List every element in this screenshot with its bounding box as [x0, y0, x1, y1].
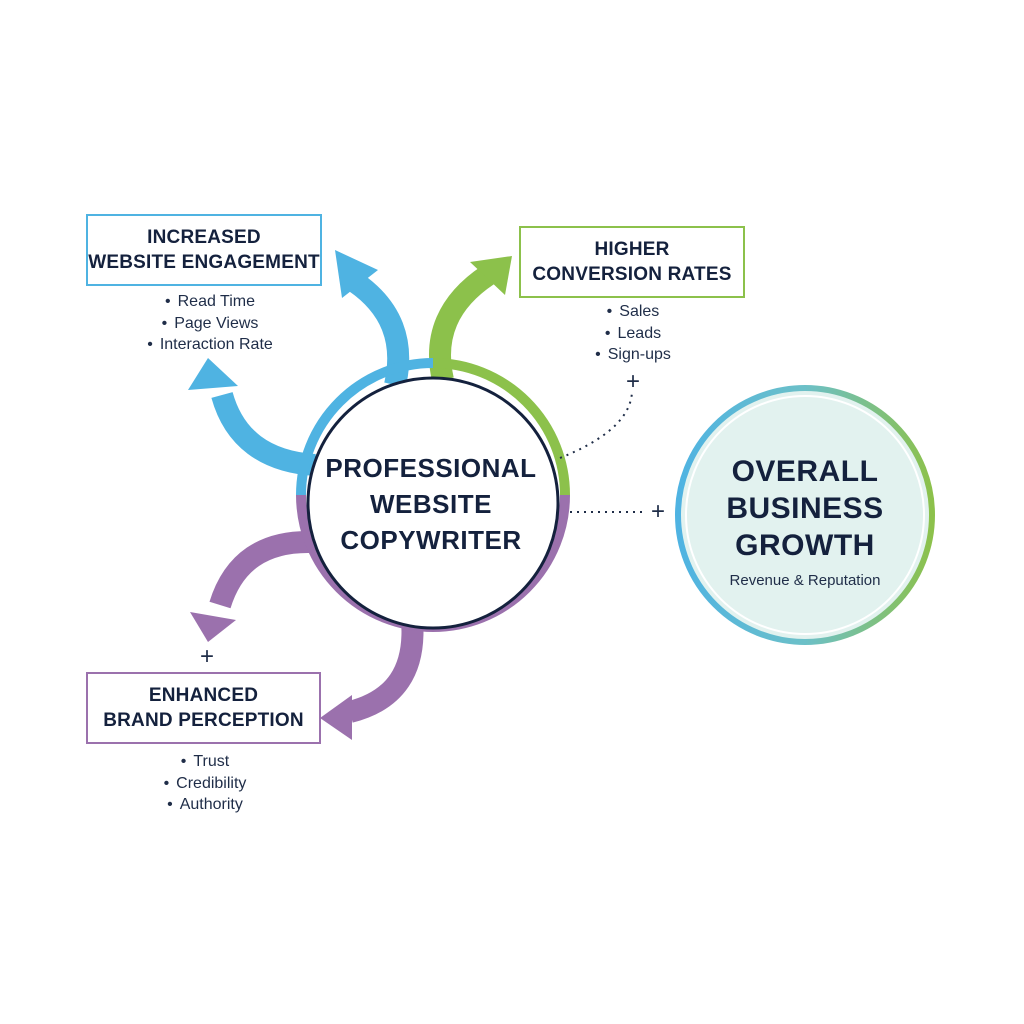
center-ring-green — [432, 358, 570, 496]
brand-arrow-lower — [320, 619, 424, 740]
engagement-box: INCREASED WEBSITE ENGAGEMENT — [86, 214, 322, 286]
conversion-title-line-1: HIGHER — [594, 239, 670, 260]
brand-arrow-left — [190, 530, 313, 642]
center-line-1: PROFESSIONAL — [325, 453, 537, 483]
engagement-bullet: Read Time — [130, 291, 290, 313]
brand-title-line-2: BRAND PERCEPTION — [103, 710, 304, 731]
brand-title-line-1: ENHANCED — [148, 685, 259, 706]
conversion-box: HIGHER CONVERSION RATES — [519, 226, 745, 298]
center-line-3: COPYWRITER — [340, 525, 522, 555]
engagement-title-line-1: INCREASED — [147, 227, 261, 248]
center-line-2: WEBSITE — [370, 489, 492, 519]
growth-circle-inner-ring — [685, 395, 925, 635]
conversion-title-line-2: CONVERSION RATES — [532, 264, 732, 285]
conversion-bullet: Sales — [573, 301, 693, 323]
growth-label: OVERALL BUSINESS GROWTH Revenue & Reputa… — [680, 453, 930, 592]
growth-title-line-3: GROWTH — [735, 529, 875, 562]
brand-bullet: Authority — [145, 794, 265, 816]
center-ring-blue — [296, 358, 434, 496]
brand-bullets: Trust Credibility Authority — [145, 751, 265, 816]
growth-plus-icon: + — [650, 498, 665, 525]
conversion-bullets: Sales Leads Sign-ups — [573, 301, 693, 366]
engagement-bullet: Interaction Rate — [130, 334, 290, 356]
engagement-bullets: Read Time Page Views Interaction Rate — [130, 291, 290, 356]
growth-title-line-1: OVERALL — [731, 455, 879, 488]
conversion-plus-icon: + — [625, 368, 640, 395]
engagement-bullet: Page Views — [130, 313, 290, 335]
brand-bullet: Credibility — [145, 773, 265, 795]
growth-subtitle: Revenue & Reputation — [729, 572, 881, 589]
brand-bullet: Trust — [145, 751, 265, 773]
growth-circle — [675, 385, 935, 645]
engagement-title-line-2: WEBSITE ENGAGEMENT — [88, 252, 320, 273]
brand-plus-icon: + — [199, 643, 214, 670]
growth-title: OVERALL BUSINESS GROWTH — [680, 453, 930, 564]
conversion-dotted-connector — [559, 391, 633, 459]
growth-title-line-2: BUSINESS — [726, 492, 884, 525]
conversion-bullet: Leads — [573, 323, 693, 345]
center-circle — [306, 376, 560, 630]
conversion-bullet: Sign-ups — [573, 344, 693, 366]
center-label: PROFESSIONAL WEBSITE COPYWRITER — [311, 450, 551, 558]
engagement-arrow-upper — [335, 250, 410, 388]
engagement-arrow-lower — [188, 358, 316, 476]
brand-box: ENHANCED BRAND PERCEPTION — [86, 672, 321, 744]
